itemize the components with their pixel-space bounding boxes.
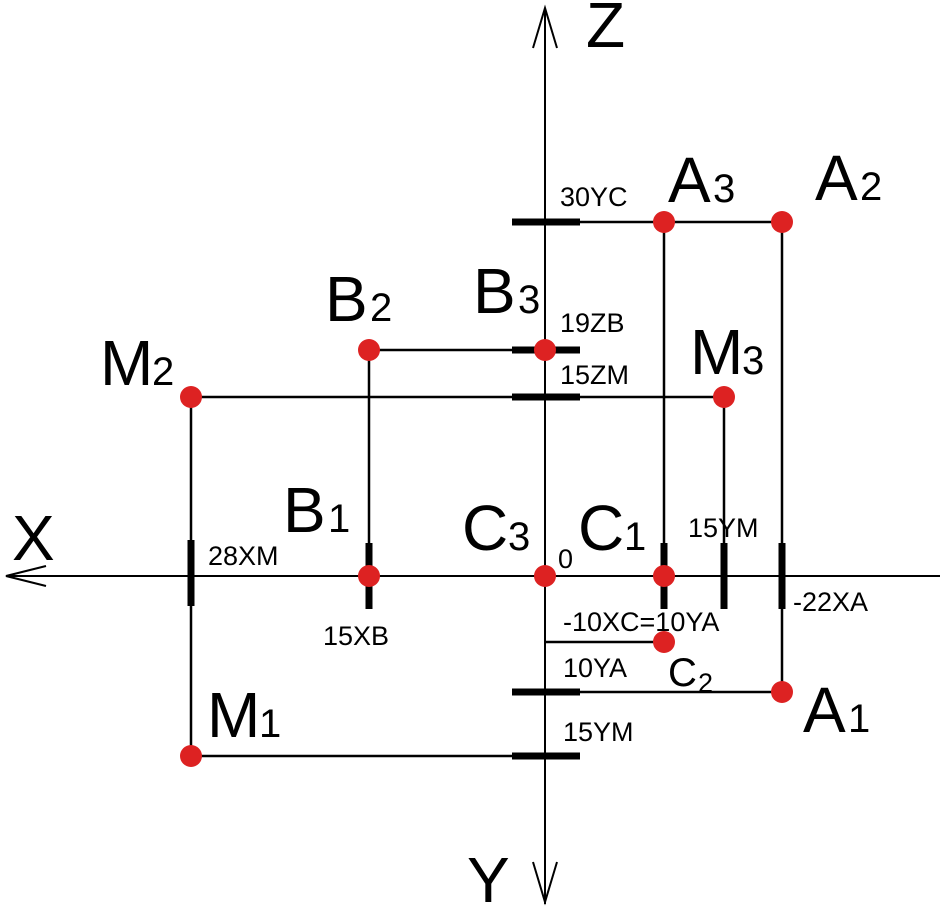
point-label-m3: M 3 [690, 316, 764, 388]
svg-text:2: 2 [370, 286, 392, 330]
point-label-b1: B 1 [283, 474, 350, 546]
svg-text:1: 1 [624, 515, 646, 559]
svg-text:M: M [690, 316, 743, 388]
dim-label-15ym-axis: 15YM [688, 513, 759, 543]
y-axis-arrowhead [532, 861, 558, 906]
svg-text:C: C [668, 651, 697, 695]
point-label-c2: C 2 [668, 651, 713, 698]
dim-label-10ya: 10YA [563, 653, 627, 683]
svg-text:3: 3 [518, 278, 540, 322]
point-m2 [180, 386, 202, 408]
svg-text:M: M [100, 327, 153, 399]
point-label-m1: M 1 [207, 679, 281, 751]
svg-text:3: 3 [713, 167, 735, 211]
point-label-a1: A 1 [803, 674, 870, 746]
point-m3 [713, 386, 735, 408]
point-label-b2: B 2 [325, 263, 392, 335]
x-axis-label: X [12, 502, 55, 574]
svg-text:3: 3 [508, 515, 530, 559]
dim-label-15zm: 15ZM [560, 360, 629, 390]
dim-label-15xb: 15XB [323, 621, 389, 651]
svg-text:A: A [803, 674, 846, 746]
x-axis-arrowhead [5, 565, 47, 587]
dim-label-xc-ya: -10XC=10YA [563, 607, 719, 637]
svg-text:B: B [325, 263, 368, 335]
svg-text:B: B [283, 474, 326, 546]
dim-label-15ym: 15YM [563, 717, 634, 747]
svg-text:A: A [668, 144, 711, 216]
svg-text:C: C [462, 492, 508, 564]
svg-text:1: 1 [328, 497, 350, 541]
point-label-a2: A 2 [815, 142, 882, 214]
z-axis-arrowhead [532, 4, 558, 49]
svg-text:3: 3 [742, 339, 764, 383]
point-label-m2: M 2 [100, 327, 174, 399]
point-a1 [771, 681, 793, 703]
dim-label-30yc: 30YC [560, 182, 628, 212]
svg-text:A: A [815, 142, 858, 214]
svg-text:M: M [207, 679, 260, 751]
point-a3 [653, 211, 675, 233]
y-axis-label: Y [467, 844, 510, 909]
projection-points [180, 211, 793, 767]
dim-label-28xm: 28XM [208, 541, 279, 571]
svg-text:2: 2 [152, 350, 174, 394]
dim-label-19zb: 19ZB [560, 308, 625, 338]
point-m1 [180, 745, 202, 767]
origin-label: 0 [558, 544, 573, 574]
svg-text:2: 2 [860, 165, 882, 209]
point-b3 [534, 339, 556, 361]
point-c1 [653, 565, 675, 587]
svg-text:1: 1 [848, 697, 870, 741]
point-label-c1: C 1 [578, 492, 646, 564]
point-b1 [358, 565, 380, 587]
point-b2 [358, 339, 380, 361]
z-axis-label: Z [586, 0, 625, 61]
point-a2 [771, 211, 793, 233]
svg-text:1: 1 [259, 702, 281, 746]
point-c2 [653, 631, 675, 653]
point-c3 [534, 565, 556, 587]
dim-label-22xa: -22XA [793, 587, 868, 617]
svg-text:B: B [473, 255, 516, 327]
svg-text:2: 2 [698, 668, 713, 698]
point-label-b3: B 3 [473, 255, 540, 327]
point-label-c3: C 3 [462, 492, 530, 564]
svg-text:C: C [578, 492, 624, 564]
point-label-a3: A 3 [668, 144, 735, 216]
